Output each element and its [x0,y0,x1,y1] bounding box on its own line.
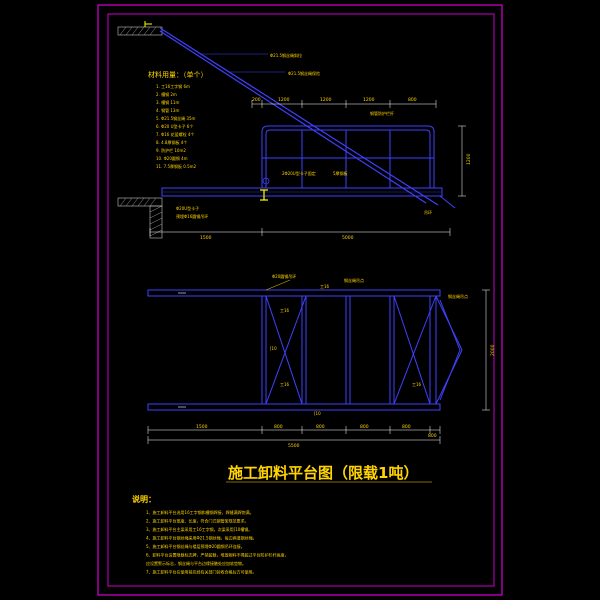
plan-dim-total: 5500 [288,443,300,449]
plan-bottom-beam [147,403,441,411]
plan-dim-1: 1500 [196,424,208,430]
elev-dim-top-1: 200 [252,97,261,103]
note-line: 6、卸料平台设置限载标志牌，严禁超载，堆放物料不得超过平台防护栏杆高度， [146,552,289,558]
plan-beam-label: [10 [270,346,277,351]
plan-beam-label: 工16 [280,382,290,387]
elevation-view [117,21,456,239]
drawing-title: 施工卸料平台图（限载1吨） [228,464,418,482]
elev-dim-top-2: 1200 [278,97,290,103]
material-item: 4. 钢管 13m [156,107,179,113]
material-list-heading: 材料用量：（单个） [148,70,208,79]
plan-dimensions [147,289,490,444]
elevation-dimensions [149,100,466,236]
wire-rope-lower [159,30,427,204]
elev-dim-bottom-right: 5000 [342,235,354,241]
elev-dim-top-3: 1200 [320,97,332,103]
note-line: 4、施工卸料平台钢丝绳采用Φ21.5钢丝绳，每边两道钢丝绳。 [146,535,257,541]
notes-heading: 说明： [132,494,156,504]
note-line: 7、施工卸料平台在使用前应经有关部门验收合格后方可使用。 [146,569,257,575]
note-line: 5、施工卸料平台钢丝绳与楼层预埋Φ20圆钢吊环连接。 [146,543,245,549]
plan-dim-3: 800 [316,424,325,430]
elev-dim-top-5: 800 [408,97,417,103]
material-item: 1. 工16工字钢 6m [156,83,190,89]
material-item: 11. 7.5厚钢板 0.5m2 [156,163,197,169]
plan-dim-2: 800 [274,424,283,430]
material-item: 8. 4.8厚钢板 4个 [156,139,187,145]
plan-dim-6: 800 [428,433,437,439]
lower-wall [117,197,163,239]
plan-dim-4: 800 [360,424,369,430]
plan-dim-5: 800 [402,424,411,430]
note-line: 应设置警示标志，钢丝绳与平台边缘接触处应加软垫物。 [146,560,246,566]
plan-top-beam [147,289,441,297]
material-item: 5. Φ21.5钢丝绳 35m [156,115,196,121]
label-lifting-ring: 吊环 [424,210,432,215]
plan-diagonal-3 [393,295,431,405]
plan-side-label: 钢丝绳吊点 [344,277,364,283]
material-item: 6. Φ20 U型卡子 6个 [156,123,193,129]
note-line: 3、施工卸料平台主梁采用工16工字钢，次梁采用[10槽钢。 [146,526,252,532]
label-tie-note: Φ20U型卡子 [176,205,199,211]
material-item: 3. 槽钢 11m [156,99,179,105]
plan-beam-label: 工16 [280,308,290,313]
material-item: 2. 槽钢 2m [156,91,177,97]
plan-dim-height: 2000 [490,344,496,356]
note-line: 1、施工卸料平台选用16工字钢和槽钢焊接，焊缝满焊饱满。 [146,509,254,515]
material-item: 10. Φ20圆钢 4m [156,155,188,161]
notes-section: 说明： 1、施工卸料平台选用16工字钢和槽钢焊接，焊缝满焊饱满。 2、施工卸料平台… [132,494,289,575]
plan-diagonal-4 [393,295,437,405]
plan-top-small: 工16 [320,284,330,289]
elev-dim-height: 1200 [466,153,472,165]
label-wire-rope-lower: Φ21.5钢丝绳保险 [288,70,320,76]
plan-view [147,289,463,411]
inner-border [107,13,495,587]
wire-rope-upper [159,27,439,206]
guardrail-frame [261,125,435,188]
material-item: 9. 防护栏 10m2 [156,147,186,153]
elev-dim-bottom-left: 1500 [200,235,212,241]
outer-border [97,4,503,596]
upper-wall [117,21,163,36]
label-platform-board: 5厚钢板 [333,170,348,176]
plan-beam-mid: [10 [314,411,321,416]
elev-dim-top-4: 1200 [363,97,375,103]
plan-top-callout: Φ20圆钢吊环 [272,273,296,279]
label-wire-rope-upper: Φ21.5钢丝绳斜拉 [270,52,302,58]
label-floor-note: 预埋Φ16圆钢吊环 [176,213,208,219]
plan-diagonal-1 [265,295,303,405]
plan-diagonal-2 [265,295,307,405]
plan-beam-label: 工16 [412,382,422,387]
i-beam-symbol [260,189,268,201]
material-item: 7. Φ16 花篮螺栓 4个 [156,131,194,137]
label-bolt-note: 2Φ20U型卡子固定 [282,170,316,176]
note-line: 2、施工卸料平台宽度、长度，符合门式钢管架规范要求。 [146,518,249,524]
plan-label-side-right: 钢丝绳吊点 [448,293,468,299]
material-list: 材料用量：（单个） 1. 工16工字钢 6m 2. 槽钢 2m 3. 槽钢 11m 4… [148,70,208,169]
label-guardrail: 钢管防护栏杆 [370,110,394,116]
